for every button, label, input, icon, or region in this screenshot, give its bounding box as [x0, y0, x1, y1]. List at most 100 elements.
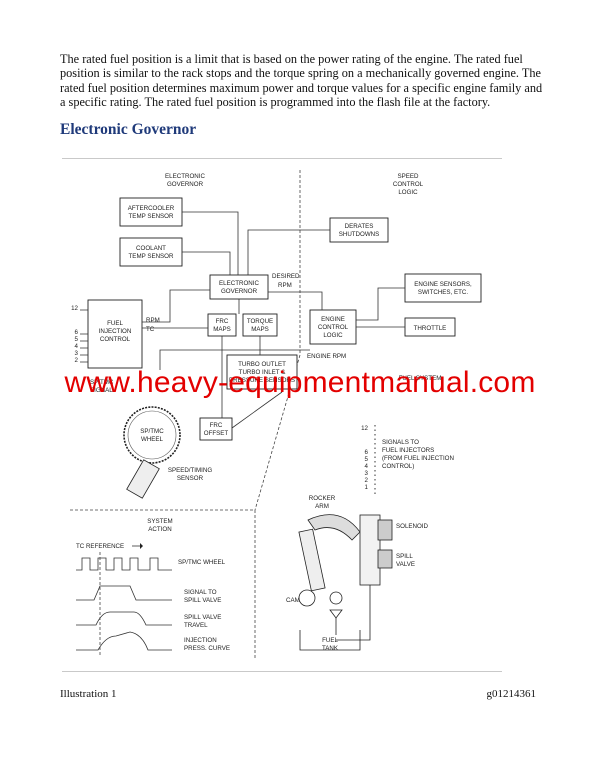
left-inj-4: 4	[75, 343, 79, 350]
wave-wheel-label: SP/TMC WHEEL	[178, 559, 226, 566]
frc-offset-l1: FRC	[210, 422, 223, 429]
injector-mechanism	[298, 514, 393, 651]
wheel-l2: WHEEL	[141, 436, 164, 443]
fic-l2: INJECTION	[99, 328, 132, 335]
turbo-box	[226, 354, 298, 390]
r-inj-12: 12	[361, 425, 368, 432]
wheel-l1: SP/TMC	[140, 428, 164, 435]
governor-box-l2: GOVERNOR	[221, 288, 258, 295]
line-aftercooler	[182, 211, 239, 275]
scl-title-3: LOGIC	[398, 189, 418, 196]
line-derates	[247, 229, 330, 275]
scl-title-2: CONTROL	[393, 181, 424, 188]
aftercooler-l1: AFTERCOOLER	[128, 205, 175, 212]
line-sensors-ecl	[356, 287, 405, 321]
derates-l2: SHUTDOWNS	[339, 231, 380, 238]
cam-label: CAM	[286, 597, 300, 604]
fuel-tank-l1: FUEL	[322, 637, 338, 644]
frc-maps-l1: FRC	[216, 318, 229, 325]
desired-rpm-l1: DESIRED	[272, 273, 300, 280]
figure-bottom-rule	[62, 671, 502, 672]
sp-signal-l1: SP/TMC	[90, 379, 114, 386]
r-inj-6: 6	[365, 449, 369, 456]
line-desired-rpm	[268, 291, 323, 310]
ecl-l2: CONTROL	[318, 324, 349, 331]
engine-rpm-label: ENGINE RPM	[307, 353, 346, 360]
pressure-waveform	[76, 631, 172, 651]
sptmc-wheel-shape	[123, 406, 181, 464]
system-action-l1: SYSTEM	[147, 518, 172, 525]
signals-l2: FUEL INJECTORS	[382, 447, 434, 454]
left-inj-6: 6	[75, 329, 79, 336]
torque-maps-l1: TORQUE	[247, 318, 273, 325]
speed-timing-l2: SENSOR	[177, 475, 204, 482]
wave-travel-l1: SPILL VALVE	[184, 614, 221, 621]
wave-press-l1: INJECTION	[184, 637, 217, 644]
tc-ref-arrowhead	[140, 543, 143, 549]
spill-l2: VALVE	[396, 561, 415, 568]
r-inj-5: 5	[365, 456, 369, 463]
wave-signal-l2: SPILL VALVE	[184, 597, 221, 604]
engine-control-box	[309, 309, 357, 345]
fuel-tank-l2: TANK	[322, 645, 339, 652]
rpm-label: RPM	[146, 317, 160, 324]
throttle-label: THROTTLE	[414, 325, 447, 332]
scl-title-1: SPEED	[398, 173, 420, 180]
fic-l3: CONTROL	[100, 336, 131, 343]
frc-maps-l2: MAPS	[213, 326, 231, 333]
line-offset-turbo	[231, 391, 283, 429]
derates-l1: DERATES	[345, 223, 374, 230]
left-inj-3: 3	[75, 350, 79, 357]
ecl-l1: ENGINE	[321, 316, 345, 323]
left-inj-12: 12	[71, 305, 78, 312]
r-inj-3: 3	[365, 470, 369, 477]
ecl-l3: LOGIC	[323, 332, 343, 339]
engine-sensors-l1: ENGINE SENSORS,	[414, 281, 472, 288]
section-heading: Electronic Governor	[60, 121, 197, 138]
rocker-l2: ARM	[315, 503, 329, 510]
fic-l1: FUEL	[107, 320, 123, 327]
wave-travel-l2: TRAVEL	[184, 622, 208, 629]
sptmc-wheel-inner	[127, 410, 177, 460]
fuel-injection-box	[87, 299, 143, 369]
frc-offset-l2: OFFSET	[204, 430, 229, 437]
spill-l1: SPILL	[396, 553, 413, 560]
system-action-l2: ACTION	[148, 526, 171, 533]
speed-sensor-probe	[126, 459, 160, 499]
fuel-system-label: FUEL SYSTEM	[399, 375, 442, 382]
coolant-l2: TEMP SENSOR	[129, 253, 174, 260]
speed-timing-l1: SPEED/TIMING	[168, 467, 213, 474]
rocker-l1: ROCKER	[309, 495, 336, 502]
engine-sensors-box	[404, 273, 482, 303]
desired-rpm-l2: RPM	[278, 282, 292, 289]
r-inj-2: 2	[365, 477, 369, 484]
wave-signal-l1: SIGNAL TO	[184, 589, 217, 596]
aftercooler-box	[119, 197, 183, 227]
r-inj-1: 1	[365, 484, 369, 491]
line-coolant	[182, 251, 231, 275]
line-rpm	[142, 289, 210, 323]
solenoid-label: SOLENOID	[396, 523, 429, 530]
governor-box-l1: ELECTRONIC	[219, 280, 259, 287]
figure-top-rule	[62, 158, 502, 159]
watermark: www.heavy-equipmentmanual.com	[64, 366, 536, 399]
engine-sensors-l2: SWITCHES, ETC.	[418, 289, 468, 296]
eg-title-2: GOVERNOR	[167, 181, 204, 188]
signals-l4: CONTROL)	[382, 463, 414, 470]
eg-title-1: ELECTRONIC	[165, 173, 205, 180]
governor-box	[209, 274, 269, 300]
frc-offset-box	[199, 417, 233, 441]
tc-reference-label: TC REFERENCE	[76, 543, 124, 550]
wave-press-l2: PRESS. CURVE	[184, 645, 230, 652]
tc-label: TC	[146, 326, 155, 333]
intro-paragraph: The rated fuel position is a limit that …	[60, 52, 543, 110]
travel-waveform	[76, 611, 172, 626]
left-inj-5: 5	[75, 336, 79, 343]
torque-maps-l2: MAPS	[251, 326, 269, 333]
figure-caption: Illustration 1	[60, 688, 117, 700]
sp-signal-l2: SIGNAL	[90, 387, 113, 394]
line-left-outputs	[80, 309, 88, 363]
figure-code: g01214361	[486, 688, 537, 700]
derates-box	[329, 217, 389, 243]
turbo-l3: PRESSURE SENSORS	[229, 377, 295, 384]
